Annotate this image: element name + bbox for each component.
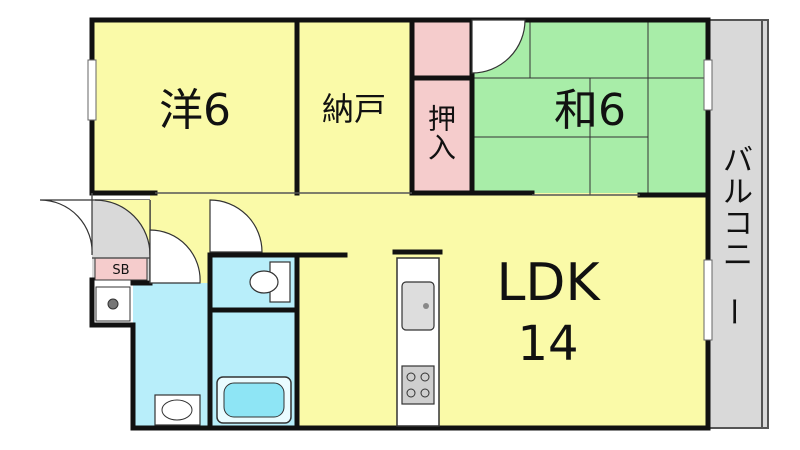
storage-room (297, 20, 412, 193)
storage-room-label: 納戸 (322, 90, 386, 128)
western-room-label: 洋6 (159, 85, 231, 136)
shoebox-label: SB (112, 263, 129, 278)
tatami-lines (472, 20, 708, 195)
door-swings (39, 19, 526, 284)
sink-icon (401, 281, 435, 331)
closet-top (412, 20, 472, 78)
western-room (92, 20, 297, 193)
balcony-label: バルコニー (715, 144, 753, 327)
ldk-room-size: 14 (517, 316, 578, 372)
closet (412, 78, 472, 193)
japanese-room-label: 和6 (554, 85, 626, 136)
stove-icon (401, 365, 435, 405)
kitchen-counter (396, 257, 440, 427)
windows (87, 59, 713, 341)
balcony-area (707, 19, 769, 429)
ldk-room (297, 193, 708, 428)
bathtub-icon (216, 376, 292, 424)
drain-icon (95, 286, 131, 322)
ldk-room-label: LDK (496, 253, 601, 313)
closet-label: 押入 (428, 102, 456, 164)
washbasin-icon (154, 394, 201, 426)
toilet-icon (249, 261, 291, 303)
